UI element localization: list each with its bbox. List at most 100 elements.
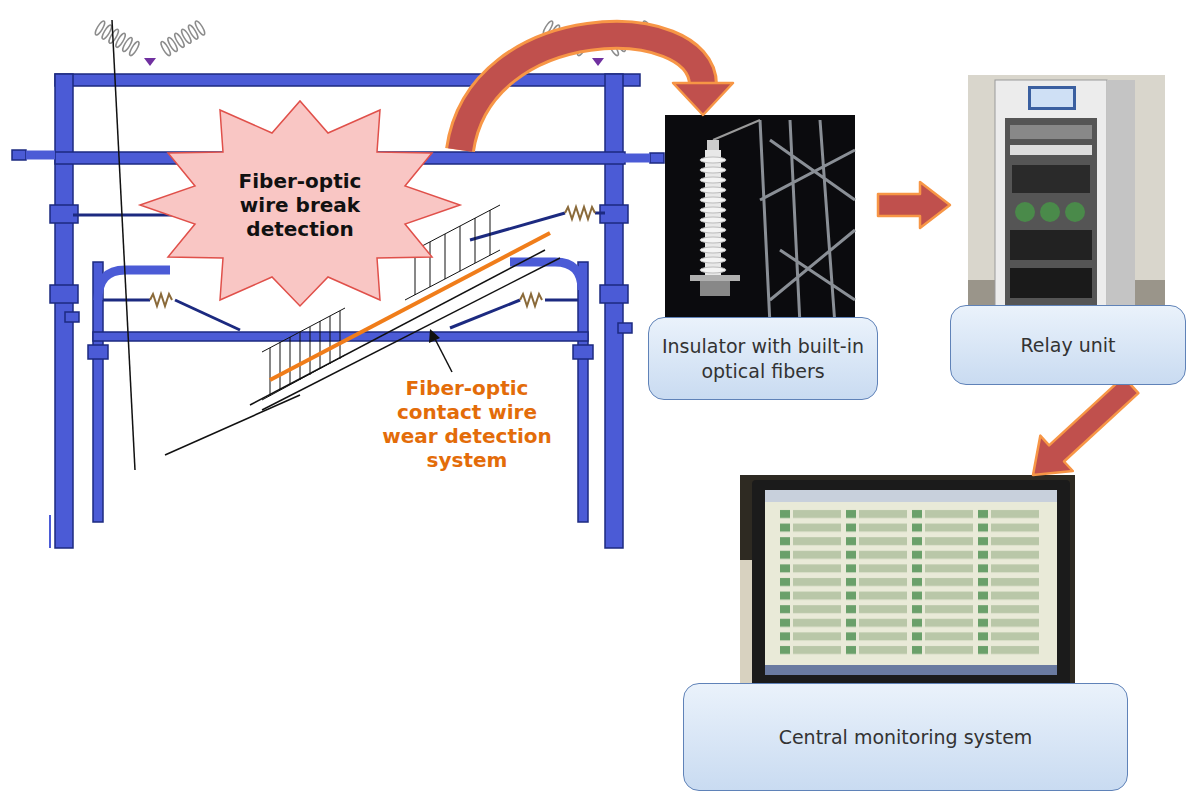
insulator-photo [700, 177, 726, 183]
steel-portal [65, 312, 79, 322]
relay-unit-photo [1010, 145, 1092, 155]
insulator-strings [144, 58, 156, 66]
steel-portal [55, 74, 640, 86]
steel-portal [93, 262, 103, 522]
spring-insulators [520, 294, 542, 306]
insulator-strings [94, 20, 141, 57]
insulator-photo [665, 115, 855, 325]
label-box: Insulator with built-in optical fibers [648, 317, 878, 400]
insulator-photo [760, 120, 855, 325]
relay-unit-photo [1107, 80, 1135, 315]
steel-pipes [98, 270, 170, 300]
starburst-outline [140, 101, 460, 306]
insulator-photo [700, 197, 726, 203]
photo-slot [950, 75, 1186, 305]
steel-portal [578, 262, 588, 522]
monitoring-screen-photo [780, 508, 1044, 658]
insulator-photo [700, 237, 726, 243]
insulator-strings [159, 20, 206, 57]
leader-arrow [429, 329, 452, 372]
starburst-callout: Fiber-optic wire break detection [140, 95, 460, 315]
steel-portal [600, 285, 628, 303]
insulator-photo [700, 217, 726, 223]
relay-unit-photo [1012, 165, 1090, 193]
insulator-photo [700, 281, 730, 296]
steel-pipes [510, 262, 582, 290]
monitoring-screen-photo [765, 490, 1057, 502]
curved-arrow-body [460, 35, 703, 150]
insulator-photo [700, 187, 726, 193]
insulator-photo [700, 157, 726, 163]
insulator-photo [700, 167, 726, 173]
relay-unit-photo [995, 80, 1107, 315]
photo-slot [648, 115, 878, 317]
cantilever-arms [470, 213, 565, 240]
overhead-wires [112, 20, 135, 470]
insulator-photo [760, 120, 855, 325]
relay-unit-photo [1065, 202, 1085, 222]
steel-pipes [26, 151, 55, 160]
insulator-photo [665, 115, 855, 325]
spring-insulators [565, 207, 595, 219]
relay-unit-photo [1010, 125, 1092, 139]
flow-arrow [878, 182, 950, 228]
flow-arrow [1033, 377, 1138, 475]
overhead-wires [165, 395, 300, 455]
steel-portal [618, 323, 632, 333]
relay-unit-photo [968, 75, 1165, 320]
cantilever-arms [545, 299, 578, 302]
insulator-photo [700, 267, 726, 273]
insulator-photo [700, 207, 726, 213]
equipment-node: Central monitoring system [683, 475, 1128, 791]
flow-arrow [1033, 377, 1138, 475]
leader-arrow [434, 337, 452, 372]
node-text: Relay unit [1020, 333, 1115, 358]
steel-portal [573, 345, 593, 359]
insulator-photo [690, 275, 740, 281]
insulator-photo [700, 157, 726, 273]
ground-mark [49, 515, 51, 548]
insulator-strings [592, 58, 604, 66]
label-box: Central monitoring system [683, 683, 1128, 791]
steel-portal [650, 153, 664, 163]
starburst-text: Fiber-optic wire break detection [225, 169, 375, 241]
insulator-photo [713, 120, 760, 140]
relay-unit-photo [1031, 89, 1073, 107]
monitoring-screen-photo [740, 475, 1075, 700]
relay-unit-photo [1005, 118, 1097, 308]
equipment-node: Insulator with built-in optical fibers [648, 115, 878, 400]
steel-portal [12, 150, 26, 160]
label-box: Relay unit [950, 305, 1186, 385]
overhead-wires [262, 308, 345, 400]
photo-slot [683, 475, 1128, 683]
steel-portal [605, 74, 623, 548]
monitoring-screen-photo [765, 665, 1057, 675]
relay-unit-photo [1010, 268, 1092, 298]
node-text: Central monitoring system [779, 725, 1033, 750]
spring-insulators [150, 294, 172, 306]
relay-unit-photo [1015, 202, 1035, 222]
cantilever-arms [595, 212, 605, 215]
relay-unit-photo [1010, 230, 1092, 260]
steel-portal [50, 285, 78, 303]
flow-arrow [673, 83, 733, 115]
equipment-node: Relay unit [950, 75, 1186, 385]
insulator-photo [700, 247, 726, 253]
node-text: Insulator with built-in optical fibers [661, 334, 865, 383]
flow-arrow [460, 35, 733, 150]
node-text: Fiber-optic wire break detection [225, 169, 375, 241]
system-label: Fiber-optic contact wire wear detection … [372, 376, 562, 472]
steel-portal [55, 74, 73, 548]
leader-arrow [429, 329, 440, 343]
monitoring-screen-photo [752, 480, 1070, 690]
cantilever-arms [175, 300, 240, 330]
relay-unit-photo [1028, 86, 1076, 110]
steel-portal [88, 345, 108, 359]
relay-unit-photo [1040, 202, 1060, 222]
flow-arrow [878, 182, 950, 228]
insulator-photo [700, 257, 726, 263]
curved-arrow-outline [460, 35, 703, 150]
